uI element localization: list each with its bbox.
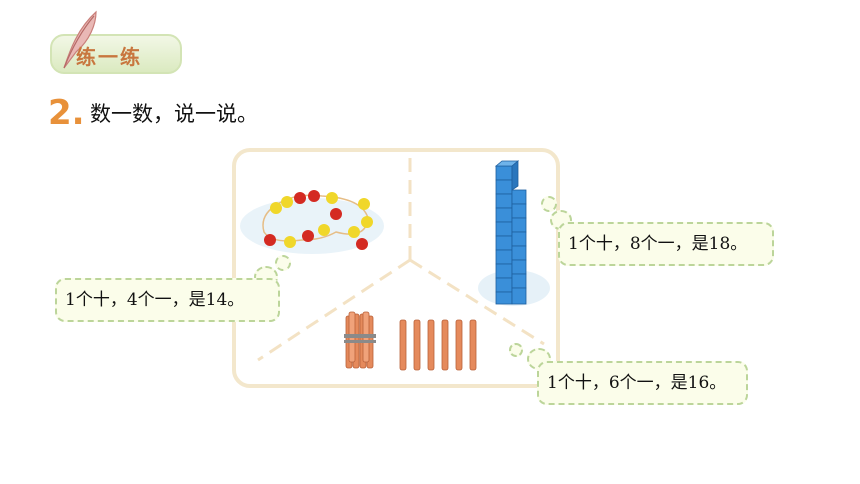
bubble-beads-answer: 1个十，4个一，是14。 [55,278,280,322]
feather-quill-icon [63,10,97,69]
bead-necklace [240,190,384,254]
thought-dot [275,255,291,271]
single-sticks [399,319,477,371]
question-text: 数一数，说一说。 [90,102,258,126]
ten-cube-tower [478,160,550,306]
stick-bundle [344,311,376,369]
counting-panel [232,148,560,388]
question-number: 2. [48,93,85,133]
thought-dot [541,196,557,212]
thought-dot [509,343,523,357]
bubble-cubes-answer: 1个十，8个一，是18。 [558,222,774,266]
bubble-sticks-answer: 1个十，6个一，是16。 [537,361,748,405]
badge-label: 练一练 [76,45,142,69]
panel-dividers [257,158,545,362]
section-badge: 练一练 [50,10,184,76]
